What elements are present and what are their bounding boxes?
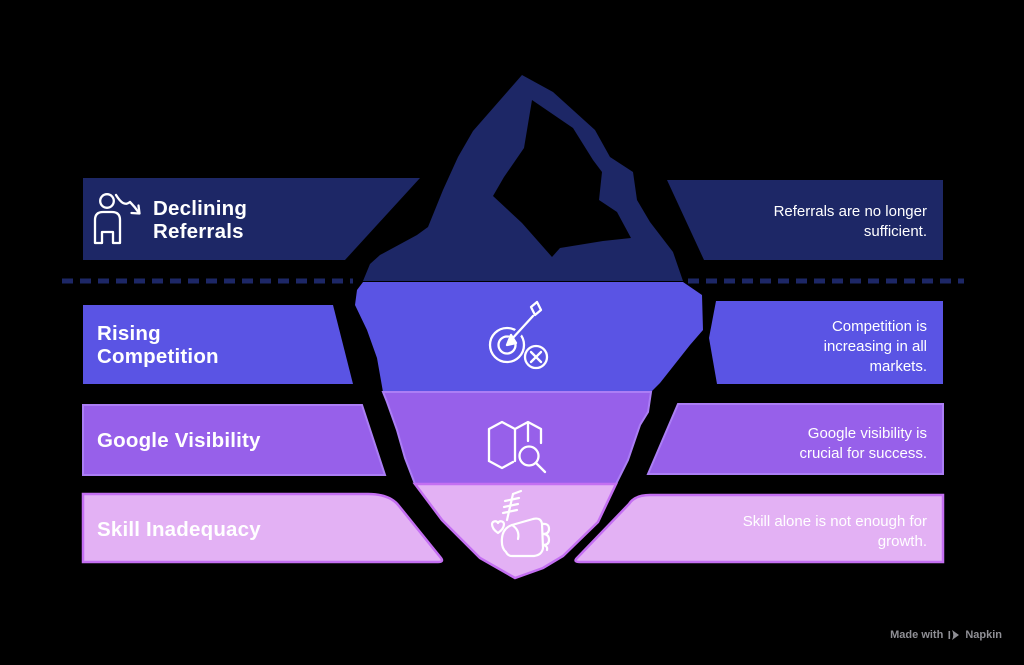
fist-strength-icon	[490, 489, 551, 558]
row-4-title: Skill Inadequacy	[97, 518, 261, 541]
row-2-right-band	[709, 301, 943, 384]
row-3-left-band	[82, 404, 387, 476]
row-3-description: Google visibility is crucial for success…	[799, 425, 927, 462]
iceberg-underwater-zone-2	[381, 391, 653, 485]
watermark: Made with Napkin	[890, 629, 1002, 641]
row-2-description: Competition is increasing in all markets…	[823, 318, 927, 375]
row-2-left-band	[83, 305, 353, 384]
row-1-right-band	[667, 180, 943, 260]
row-1-left-band	[83, 178, 420, 260]
row-3-title: Google Visibility	[97, 429, 261, 452]
watermark-prefix: Made with	[890, 629, 944, 641]
row-4-left-band	[81, 492, 444, 564]
target-missed-icon	[488, 300, 549, 370]
row-1-title: Declining Referrals	[153, 197, 248, 243]
row-1-description: Referrals are no longer sufficient.	[773, 203, 927, 240]
iceberg-shadow-facet	[493, 100, 631, 257]
row-2-title: Rising Competition	[97, 322, 219, 368]
iceberg-underwater-zone-3	[412, 482, 618, 580]
row-3-right-band	[646, 403, 944, 475]
row-4-description: Skill alone is not enough for growth.	[742, 513, 927, 550]
napkin-logo-icon	[948, 630, 960, 640]
person-trend-down-icon	[93, 193, 141, 245]
row-4-right-band	[574, 493, 945, 564]
iceberg-underwater-zone-1	[355, 282, 703, 392]
watermark-brand: Napkin	[965, 629, 1002, 641]
map-search-icon	[487, 420, 547, 474]
